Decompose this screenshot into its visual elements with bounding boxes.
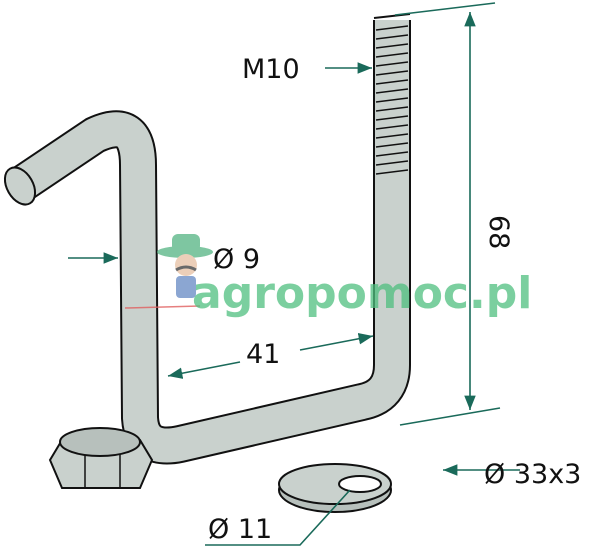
thread-line xyxy=(375,25,409,31)
thread-lines xyxy=(375,25,409,175)
thread-line xyxy=(375,106,409,112)
length-label: 68 xyxy=(483,215,514,249)
rod-diameter-label: Ø 9 xyxy=(213,244,260,275)
hole-label: Ø 11 xyxy=(208,514,272,545)
washer xyxy=(278,463,392,513)
thread-line xyxy=(375,61,409,67)
thread-line xyxy=(375,133,409,139)
thread-line xyxy=(375,43,409,49)
thread-line xyxy=(375,79,409,85)
thread-line xyxy=(375,115,409,121)
nut xyxy=(48,427,154,489)
rod-end xyxy=(3,166,37,206)
thread-line xyxy=(375,88,409,94)
thread-line xyxy=(375,70,409,76)
thread-line xyxy=(375,34,409,40)
watermark-text: agropomoc.pl xyxy=(192,268,532,319)
thread-line xyxy=(375,169,409,175)
thread-line xyxy=(375,97,409,103)
thread-line xyxy=(375,160,409,166)
thread-line xyxy=(375,124,409,130)
thread-label: M10 xyxy=(242,54,300,85)
width-label: 41 xyxy=(246,339,280,370)
dimension-lines xyxy=(68,2,520,546)
thread-line xyxy=(375,52,409,58)
watermark-logo xyxy=(124,234,213,309)
thread-line xyxy=(375,151,409,157)
thread-line xyxy=(375,142,409,148)
j-bolt xyxy=(3,13,411,465)
washer-label: Ø 33x3 xyxy=(484,459,581,490)
